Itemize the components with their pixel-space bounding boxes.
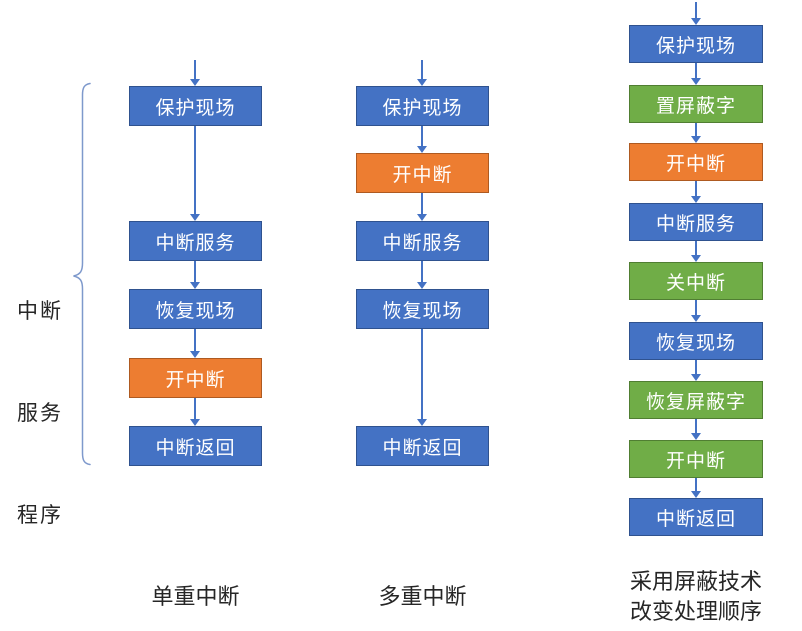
flow-box: 关中断 xyxy=(629,262,763,300)
arrow-down-icon xyxy=(690,123,702,143)
flow-box: 恢复现场 xyxy=(629,322,763,360)
arrow-down-icon xyxy=(690,300,702,322)
flow-box: 置屏蔽字 xyxy=(629,85,763,123)
flow-box: 保护现场 xyxy=(356,86,489,126)
flow-box: 开中断 xyxy=(356,153,489,193)
arrow-down-icon xyxy=(189,60,201,86)
column-caption-line: 采用屏蔽技术 xyxy=(629,569,762,594)
flow-box: 中断服务 xyxy=(129,221,262,261)
arrow-down-icon xyxy=(690,241,702,262)
flow-box: 开中断 xyxy=(629,143,763,181)
arrow-down-icon xyxy=(189,261,201,289)
column-caption: 多重中断 xyxy=(378,584,467,609)
arrow-down-icon xyxy=(189,126,201,221)
flow-box: 开中断 xyxy=(629,440,763,478)
flow-box: 保护现场 xyxy=(129,86,262,126)
arrow-down-icon xyxy=(690,478,702,498)
flow-box: 开中断 xyxy=(129,358,262,398)
arrow-down-icon xyxy=(690,63,702,85)
curly-brace-icon xyxy=(73,82,91,466)
brace-label-line: 中断 xyxy=(17,300,63,323)
column-caption-line: 改变处理顺序 xyxy=(629,599,762,624)
brace-label: 中断 服务 程序 xyxy=(17,227,63,601)
arrow-down-icon xyxy=(416,126,428,153)
column-caption: 采用屏蔽技术 改变处理顺序 xyxy=(622,567,770,627)
flow-box: 中断返回 xyxy=(129,426,262,466)
arrow-down-icon xyxy=(416,193,428,221)
flow-box: 恢复现场 xyxy=(356,289,489,329)
brace-label-line: 程序 xyxy=(17,504,63,527)
flow-box: 保护现场 xyxy=(629,25,763,63)
flow-box: 恢复现场 xyxy=(129,289,262,329)
flow-box: 恢复屏蔽字 xyxy=(629,381,763,419)
arrow-down-icon xyxy=(416,60,428,86)
arrow-down-icon xyxy=(690,181,702,203)
arrow-down-icon xyxy=(189,398,201,426)
flow-box: 中断服务 xyxy=(629,203,763,241)
arrow-down-icon xyxy=(416,329,428,426)
arrow-down-icon xyxy=(189,329,201,358)
arrow-down-icon xyxy=(690,419,702,440)
flow-box: 中断返回 xyxy=(356,426,489,466)
arrow-down-icon xyxy=(690,360,702,381)
column-caption: 单重中断 xyxy=(151,584,240,609)
flow-box: 中断返回 xyxy=(629,498,763,536)
arrow-down-icon xyxy=(416,261,428,289)
brace-label-line: 服务 xyxy=(17,402,63,425)
flow-box: 中断服务 xyxy=(356,221,489,261)
arrow-down-icon xyxy=(690,2,702,25)
